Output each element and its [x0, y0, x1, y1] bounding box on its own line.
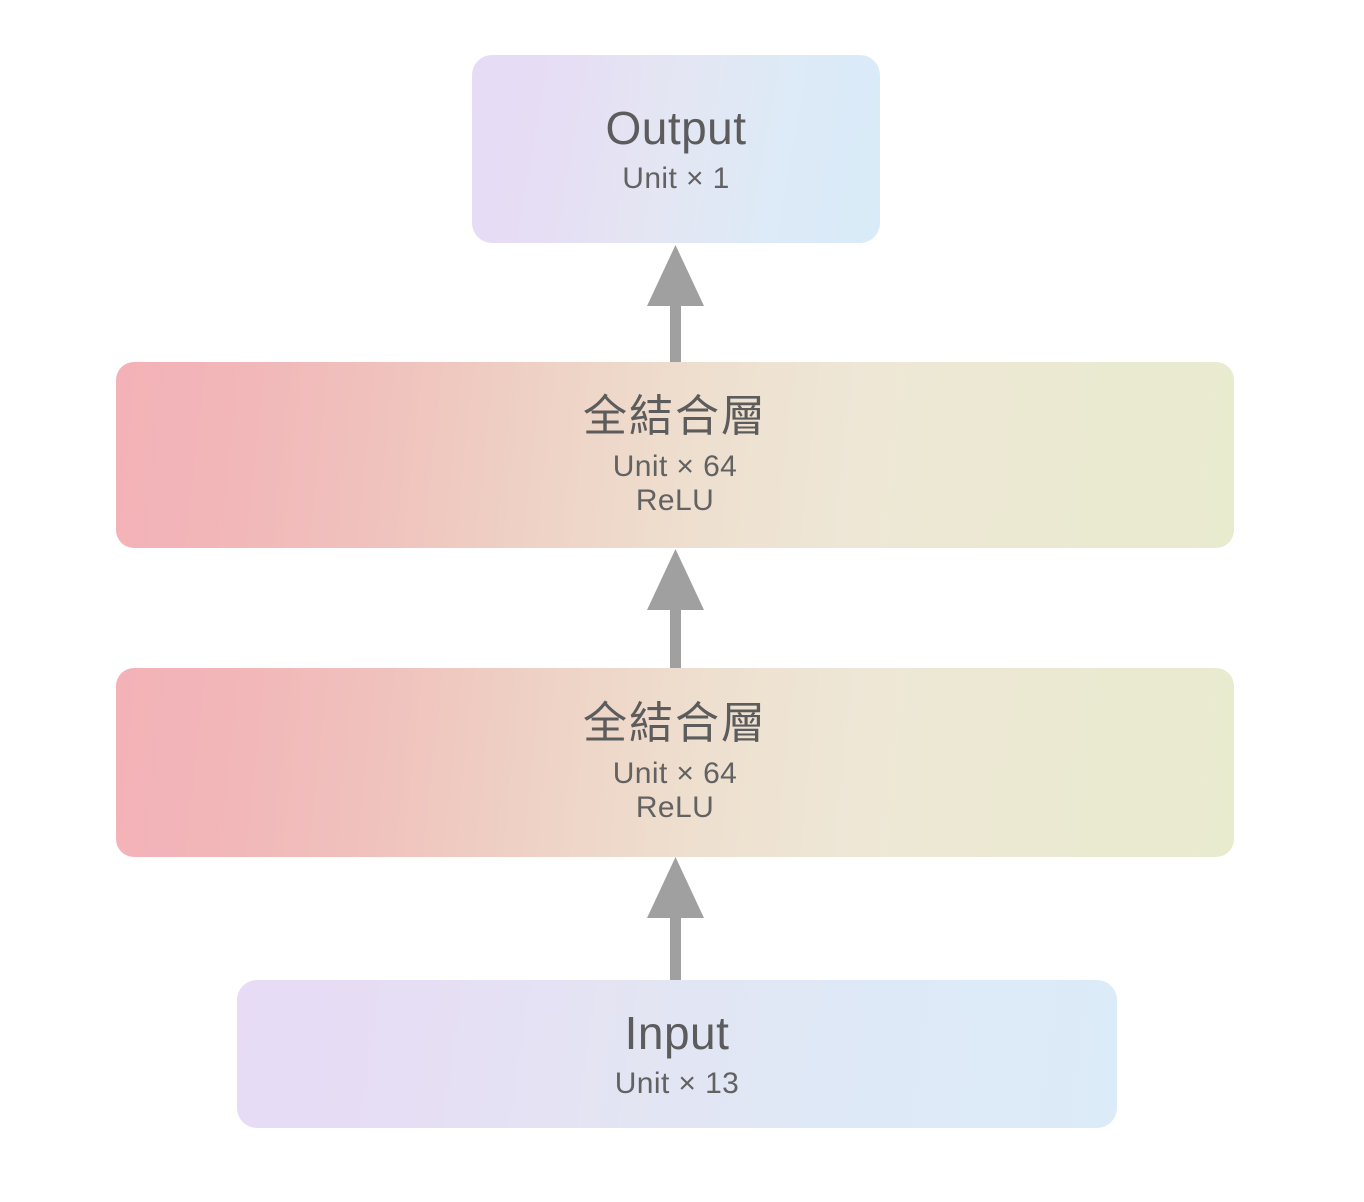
layer-activation-fc2: ReLU [635, 483, 715, 517]
layer-title-fc2: 全結合層 [583, 390, 767, 442]
layer-units-output: Unit × 1 [622, 161, 730, 195]
layer-box-fc1[interactable]: 全結合層 Unit × 64 ReLU [116, 668, 1234, 857]
layer-units-fc2: Unit × 64 [612, 449, 738, 483]
layer-box-input[interactable]: Input Unit × 13 [237, 980, 1117, 1128]
arrow-input-to-fc1 [647, 857, 704, 982]
layer-title-input: Input [624, 1006, 730, 1059]
layer-title-output: Output [605, 101, 747, 154]
layer-units-fc1: Unit × 64 [612, 757, 738, 790]
layer-title-fc1: 全結合層 [583, 698, 767, 749]
layer-box-fc2[interactable]: 全結合層 Unit × 64 ReLU [116, 362, 1234, 548]
arrow-fc2-to-output [647, 245, 704, 364]
layer-box-output[interactable]: Output Unit × 1 [472, 55, 880, 243]
layer-activation-fc1: ReLU [635, 791, 715, 824]
layer-units-input: Unit × 13 [614, 1066, 740, 1100]
arrow-fc1-to-fc2 [647, 549, 704, 670]
